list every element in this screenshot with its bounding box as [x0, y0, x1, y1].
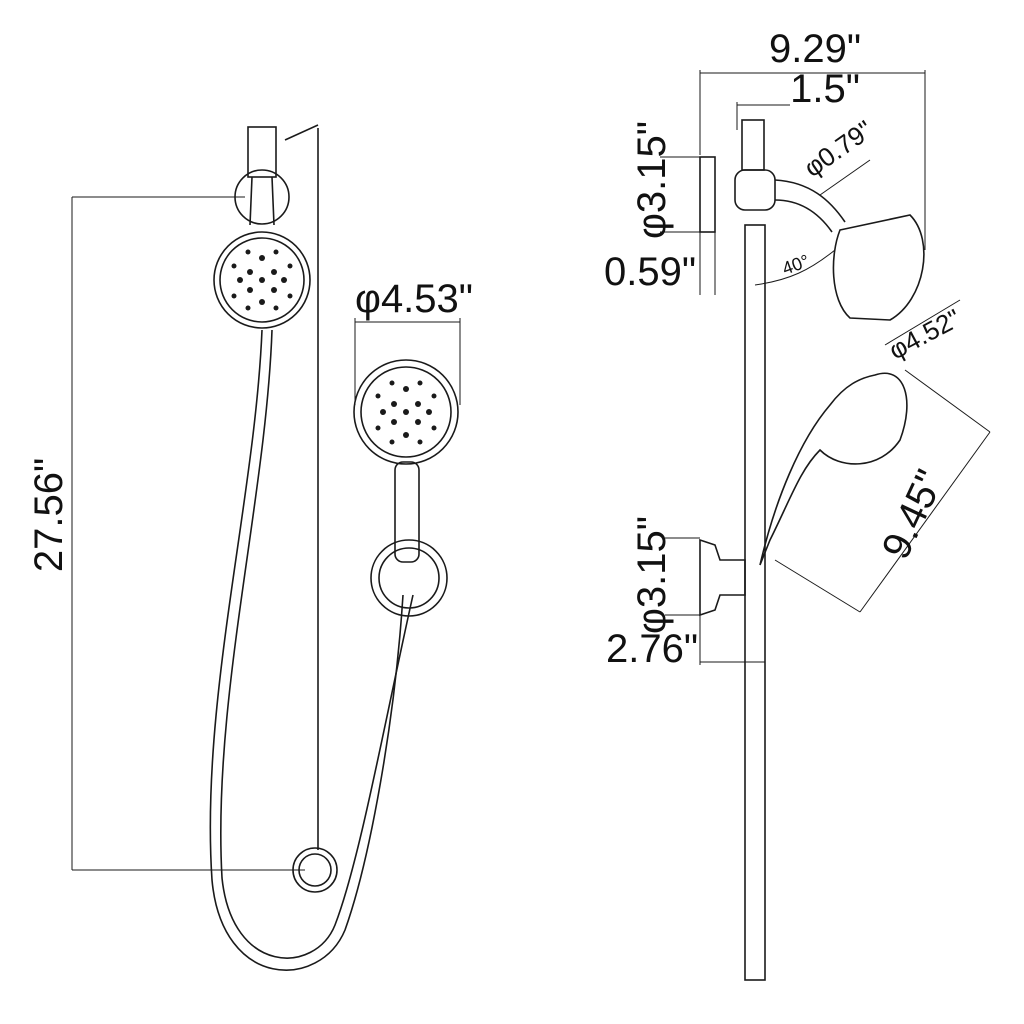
handheld-shower-head	[353, 359, 459, 465]
handheld-length-label: 9.45"	[874, 463, 953, 565]
handheld-length-dimension	[859, 431, 991, 613]
side-view: 9.29" 1.5" φ3.15" 0.59" φ0.79" 40° φ4.52…	[604, 27, 991, 981]
top-mount	[741, 119, 765, 171]
handheld-handle	[394, 461, 420, 563]
shower-arm	[249, 176, 275, 226]
extension-line	[904, 369, 991, 433]
shower-hose	[209, 329, 404, 971]
handheld-shower	[759, 372, 908, 566]
front-view: 27.56" φ4.53"	[27, 124, 473, 971]
arm-angle-label: 40°	[780, 251, 812, 279]
fixed-shower-head	[832, 214, 925, 321]
diverter-body	[734, 169, 776, 211]
handheld-holder	[370, 539, 448, 617]
head-diameter-label: φ4.52"	[884, 303, 966, 365]
fixed-shower-head	[213, 231, 311, 329]
fixed-head-face	[219, 237, 305, 323]
top-flange	[234, 169, 290, 225]
head-diameter-dimension	[884, 299, 961, 346]
rail-height-label: 27.56"	[27, 458, 71, 572]
bottom-projection-label: 2.76"	[606, 627, 698, 671]
connector-diameter-label: φ0.79"	[798, 114, 878, 183]
handheld-spray-nozzles	[375, 380, 437, 445]
bottom-flange	[699, 538, 746, 617]
top-flange	[699, 156, 716, 233]
connector-leader-line	[819, 159, 871, 196]
extension-line	[774, 559, 861, 613]
bottom-flange-diameter-label: φ3.15"	[630, 516, 674, 634]
rail-bottom-flange-inner	[298, 853, 332, 887]
spray-nozzles	[231, 249, 293, 311]
total-depth-label: 9.29"	[769, 27, 861, 71]
handheld-diameter-label: φ4.53"	[355, 277, 473, 321]
top-flange-diameter-label: φ3.15"	[630, 121, 674, 239]
shower-hose-inner	[219, 329, 414, 959]
shower-arm	[774, 179, 846, 233]
angle-arc	[754, 249, 836, 286]
top-flange-thickness-label: 0.59"	[604, 250, 696, 294]
rail-bottom-flange	[292, 847, 338, 893]
handheld-holder-inner	[378, 547, 440, 609]
arm-offset-label: 1.5"	[790, 67, 860, 111]
handheld-head-face	[360, 366, 452, 458]
slide-rail	[744, 224, 766, 981]
top-mount	[247, 126, 277, 178]
rail-top-arm	[284, 124, 319, 141]
